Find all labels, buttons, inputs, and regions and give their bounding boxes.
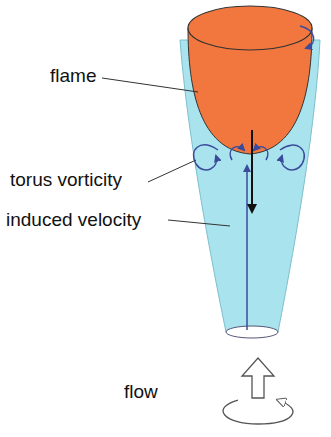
velocity-label: induced velocity (6, 210, 141, 231)
flow-label: flow (124, 382, 158, 403)
vorticity-label: torus vorticity (10, 170, 122, 191)
flame-label: flame (50, 66, 96, 87)
